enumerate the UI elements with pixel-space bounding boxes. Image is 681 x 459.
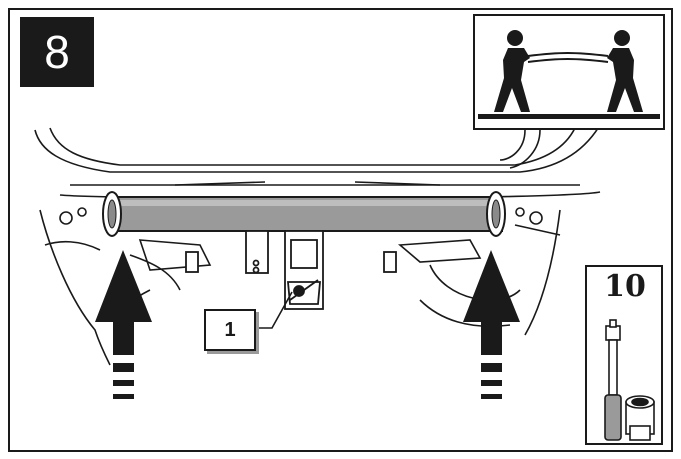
inset-pointer-line xyxy=(509,129,541,169)
socket-icon xyxy=(625,395,655,441)
tool-size-label: 10 xyxy=(604,268,646,304)
two-people-lifting-icon xyxy=(473,14,665,130)
socket-wrench-icon xyxy=(604,319,622,441)
lift-up-arrow-icon xyxy=(463,250,520,399)
part-callout-1: 1 xyxy=(204,309,256,351)
step-number-badge: 8 xyxy=(20,17,94,87)
lift-up-arrow-icon xyxy=(95,250,152,399)
center-mount-bracket xyxy=(185,230,397,310)
inset-pointer-line xyxy=(499,129,526,161)
tow-bar-crossbar xyxy=(102,191,506,237)
diagram-border xyxy=(8,8,673,452)
callout-leader-line xyxy=(252,291,293,329)
